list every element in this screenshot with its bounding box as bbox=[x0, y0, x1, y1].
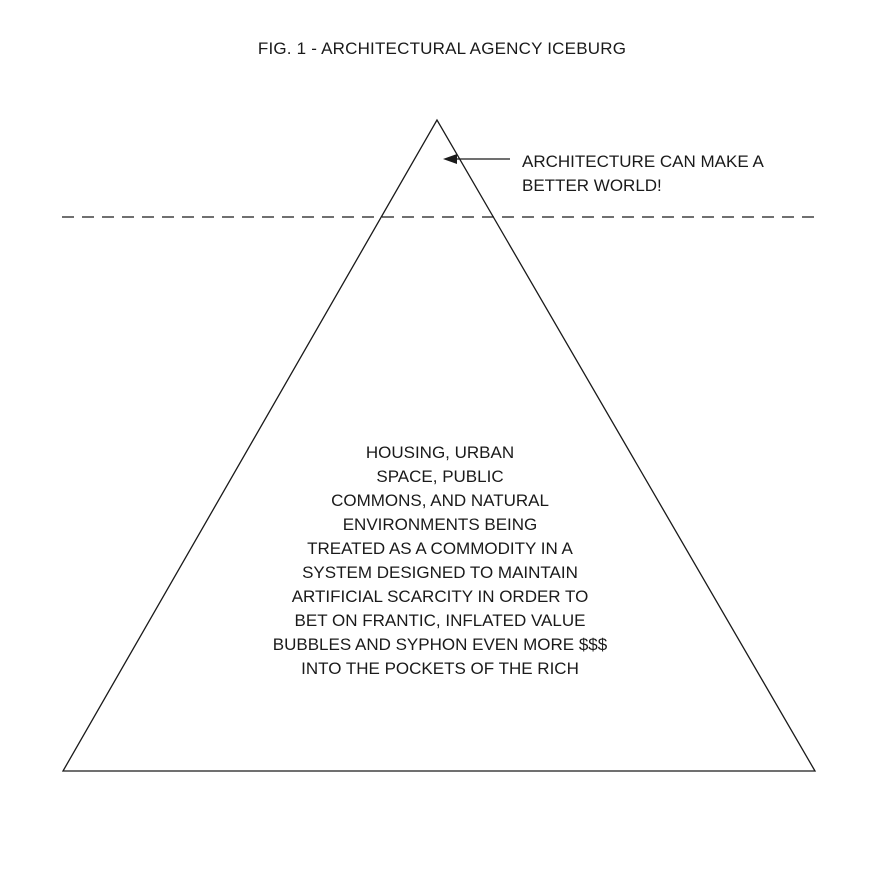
base-text-line: COMMONS, AND NATURAL bbox=[331, 491, 549, 510]
iceberg-triangle bbox=[61, 118, 817, 772]
base-text-line: INTO THE POCKETS OF THE RICH bbox=[301, 659, 579, 678]
tip-callout-line: BETTER WORLD! bbox=[522, 176, 662, 195]
base-text-line: TREATED AS A COMMODITY IN A bbox=[307, 539, 573, 558]
callout-arrow bbox=[443, 154, 510, 164]
tip-callout-line: ARCHITECTURE CAN MAKE A bbox=[522, 152, 764, 171]
base-text-line: SYSTEM DESIGNED TO MAINTAIN bbox=[302, 563, 578, 582]
tip-callout-label: ARCHITECTURE CAN MAKE A BETTER WORLD! bbox=[522, 150, 862, 198]
base-text-line: BUBBLES AND SYPHON EVEN MORE $$$ bbox=[272, 635, 608, 654]
submerged-base-text: HOUSING, URBAN SPACE, PUBLIC COMMONS, AN… bbox=[200, 441, 680, 681]
base-text-line: HOUSING, URBAN bbox=[365, 443, 515, 462]
base-text-line: BET ON FRANTIC, INFLATED VALUE bbox=[294, 611, 586, 630]
base-text-line: ARTIFICIAL SCARCITY IN ORDER TO bbox=[291, 587, 589, 606]
figure-title: FIG. 1 - ARCHITECTURAL AGENCY ICEBURG bbox=[257, 39, 627, 58]
base-text-line: ENVIRONMENTS BEING bbox=[342, 515, 538, 534]
base-text-line: SPACE, PUBLIC bbox=[376, 467, 504, 486]
